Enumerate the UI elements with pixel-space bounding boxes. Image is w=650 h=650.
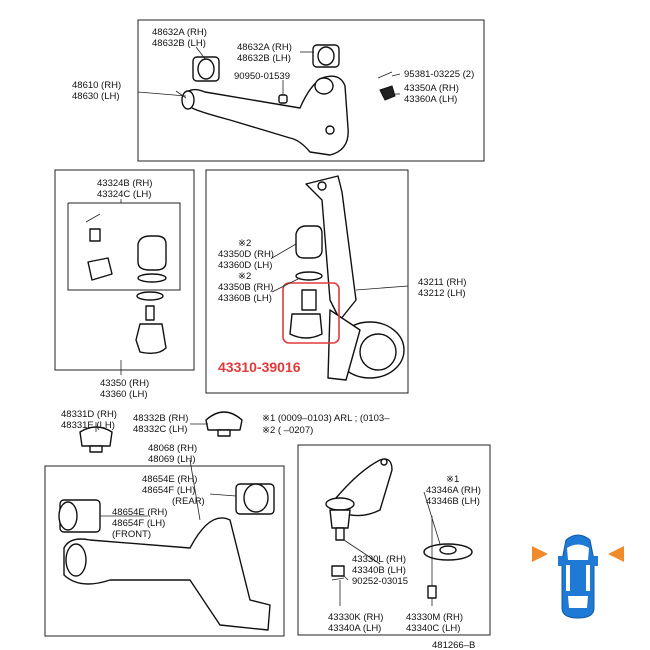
label-ring-2: 43360B (LH) bbox=[218, 293, 272, 304]
label-la-arm-2: 48069 (LH) bbox=[148, 454, 196, 465]
leader-lines bbox=[95, 46, 441, 606]
label-ring-1: 43350B (RH) bbox=[218, 282, 273, 293]
arrow-right-icon bbox=[532, 546, 548, 562]
highlight-part-number: 43310-39016 bbox=[218, 359, 301, 375]
ball-joint-kit-drawing bbox=[85, 213, 167, 355]
upper-arm-drawing bbox=[175, 44, 396, 156]
steering-knuckle-upper bbox=[305, 175, 357, 321]
label-kit-1: 43324B (RH) bbox=[97, 178, 152, 189]
ball-joint-kit-inner-frame bbox=[67, 202, 181, 291]
label-ua-plug: 90950-01539 bbox=[234, 71, 290, 82]
label-lbj-1: 43350 (RH) bbox=[100, 378, 149, 389]
label-bj-1: 43330L (RH) bbox=[352, 554, 406, 565]
upper-control-arm bbox=[184, 75, 349, 156]
cotter-pin bbox=[377, 71, 393, 79]
label-boot-1: 43350D (RH) bbox=[218, 249, 274, 260]
lower-bushing-top bbox=[79, 426, 113, 447]
lower-ball-joint-drawing bbox=[325, 458, 473, 599]
label-boot-2: 43360D (LH) bbox=[218, 260, 272, 271]
lower-control-arm bbox=[63, 517, 271, 631]
label-la-arm-1: 48068 (RH) bbox=[148, 443, 197, 454]
label-cover-1: 43346A (RH) bbox=[426, 485, 481, 496]
label-bolt-bottom-1: 43330M (RH) bbox=[406, 612, 463, 623]
label-ua-arm-2: 48630 (LH) bbox=[72, 91, 120, 102]
label-lbj-2: 43360 (LH) bbox=[100, 389, 148, 400]
label-knuckle-2: 43212 (LH) bbox=[418, 288, 466, 299]
label-la-bush-mid-1: 48332B (RH) bbox=[133, 413, 188, 424]
label-kit-2: 43324C (LH) bbox=[97, 189, 151, 200]
label-cover-2: 43346B (LH) bbox=[426, 496, 480, 507]
label-bj-bottom-1: 43330K (RH) bbox=[328, 612, 383, 623]
label-la-rear-1: 48654E (RH) bbox=[142, 474, 197, 485]
label-boot-mark: ※2 bbox=[238, 238, 251, 249]
highlight-box bbox=[282, 282, 340, 344]
upper-plug bbox=[278, 94, 288, 104]
upper-nut bbox=[379, 85, 396, 101]
knuckle-ball-joint bbox=[289, 313, 323, 339]
label-ua-nut-2: 43360A (LH) bbox=[404, 94, 457, 105]
car-top-view-icon bbox=[532, 534, 624, 619]
label-cover-mark: ※1 bbox=[446, 474, 459, 485]
lower-ball-joint bbox=[135, 323, 167, 355]
lower-ball-joint-frame bbox=[297, 444, 491, 636]
label-bolt-bottom-2: 43340C (LH) bbox=[406, 623, 460, 634]
upper-arm-frame bbox=[137, 19, 485, 162]
part-labels: 48632A (RH) 48632B (LH) 48632A (RH) 4863… bbox=[61, 27, 481, 650]
label-bj-2: 43340B (LH) bbox=[352, 565, 406, 576]
label-la-front-2: 48654F (LH) bbox=[112, 518, 165, 529]
label-la-bush-mid-2: 48332C (LH) bbox=[133, 424, 187, 435]
label-ua-bush-b-1: 48632A (RH) bbox=[237, 42, 292, 53]
label-la-rear-3: (REAR) bbox=[172, 496, 205, 507]
label-ua-bush-a-1: 48632A (RH) bbox=[152, 27, 207, 38]
label-ring-mark: ※2 bbox=[238, 271, 251, 282]
lower-arm-frame bbox=[44, 465, 285, 637]
note-1: ※1 (0009–0103) ARL ; (0103– bbox=[262, 413, 390, 424]
label-ua-bush-a-2: 48632B (LH) bbox=[152, 38, 206, 49]
note-2: ※2 ( –0207) bbox=[262, 425, 313, 436]
label-la-rear-2: 48654F (LH) bbox=[142, 485, 195, 496]
ball-joint-kit-frame bbox=[54, 169, 195, 371]
label-bj-bottom-2: 43340A (LH) bbox=[328, 623, 381, 634]
label-knuckle-1: 43211 (RH) bbox=[418, 277, 466, 288]
grease-pack bbox=[87, 257, 113, 281]
diagram-number: 481266–B bbox=[432, 640, 475, 650]
arrow-left-icon bbox=[608, 546, 624, 562]
label-la-front-3: (FRONT) bbox=[112, 529, 151, 540]
kit-boot bbox=[137, 235, 167, 271]
snap-ring bbox=[295, 271, 323, 281]
label-ua-nut-1: 43350A (RH) bbox=[404, 83, 459, 94]
label-la-front-1: 48654E (RH) bbox=[112, 507, 167, 518]
label-la-bush-top-2: 48331E (LH) bbox=[61, 420, 115, 431]
knuckle-drawing bbox=[289, 175, 405, 381]
label-ua-arm-1: 48610 (RH) bbox=[72, 80, 121, 91]
bottom-bolt bbox=[427, 585, 437, 599]
lower-bushing-mid bbox=[205, 411, 243, 431]
label-bj-bolt: 90252-03015 bbox=[352, 576, 408, 587]
label-ua-bush-b-2: 48632B (LH) bbox=[237, 53, 291, 64]
knuckle-boot bbox=[295, 225, 323, 259]
label-ua-pin: 95381-03225 (2) bbox=[404, 69, 474, 80]
knuckle-frame bbox=[205, 169, 409, 394]
lower-nut bbox=[331, 565, 345, 577]
label-la-bush-top-1: 48331D (RH) bbox=[61, 409, 117, 420]
lower-arm-drawing bbox=[58, 411, 275, 631]
section-frames bbox=[44, 19, 491, 637]
